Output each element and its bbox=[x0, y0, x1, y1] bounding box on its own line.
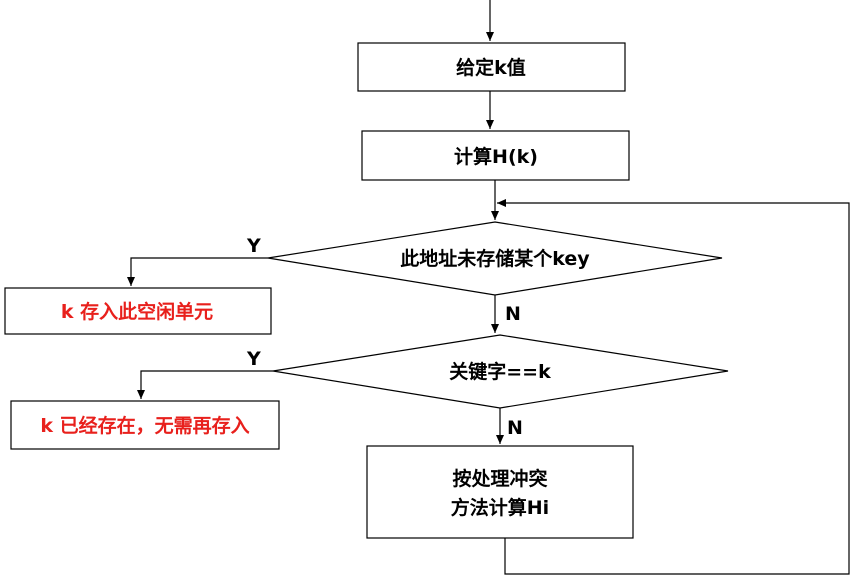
compute-hash-label: 计算H(k) bbox=[454, 145, 538, 168]
resolve-collision-label-2: 方法计算Hi bbox=[451, 496, 549, 519]
yes-branch-2-line bbox=[137, 370, 273, 399]
no-label-1: N bbox=[505, 303, 521, 325]
store-result-box bbox=[4, 287, 272, 335]
yes-label-1: Y bbox=[246, 235, 261, 257]
exists-result-label: k 已经存在，无需再存入 bbox=[40, 414, 249, 437]
exists-result-box bbox=[10, 400, 280, 450]
key-equal-decision-label: 关键字==k bbox=[449, 360, 551, 383]
no-label-2: N bbox=[507, 417, 523, 439]
empty-slot-decision-label: 此地址未存储某个key bbox=[400, 247, 590, 270]
yes-label-2: Y bbox=[246, 348, 261, 370]
loop-back-line bbox=[497, 199, 850, 575]
store-result-label: k 存入此空闲单元 bbox=[61, 300, 213, 323]
compute-hash-box bbox=[361, 130, 630, 181]
resolve-collision-label-1: 按处理冲突 bbox=[452, 467, 547, 490]
yes-branch-1-line bbox=[127, 257, 268, 286]
resolve-collision-box bbox=[366, 445, 634, 539]
given-k-box bbox=[357, 42, 626, 92]
given-k-label: 给定k值 bbox=[456, 56, 526, 79]
